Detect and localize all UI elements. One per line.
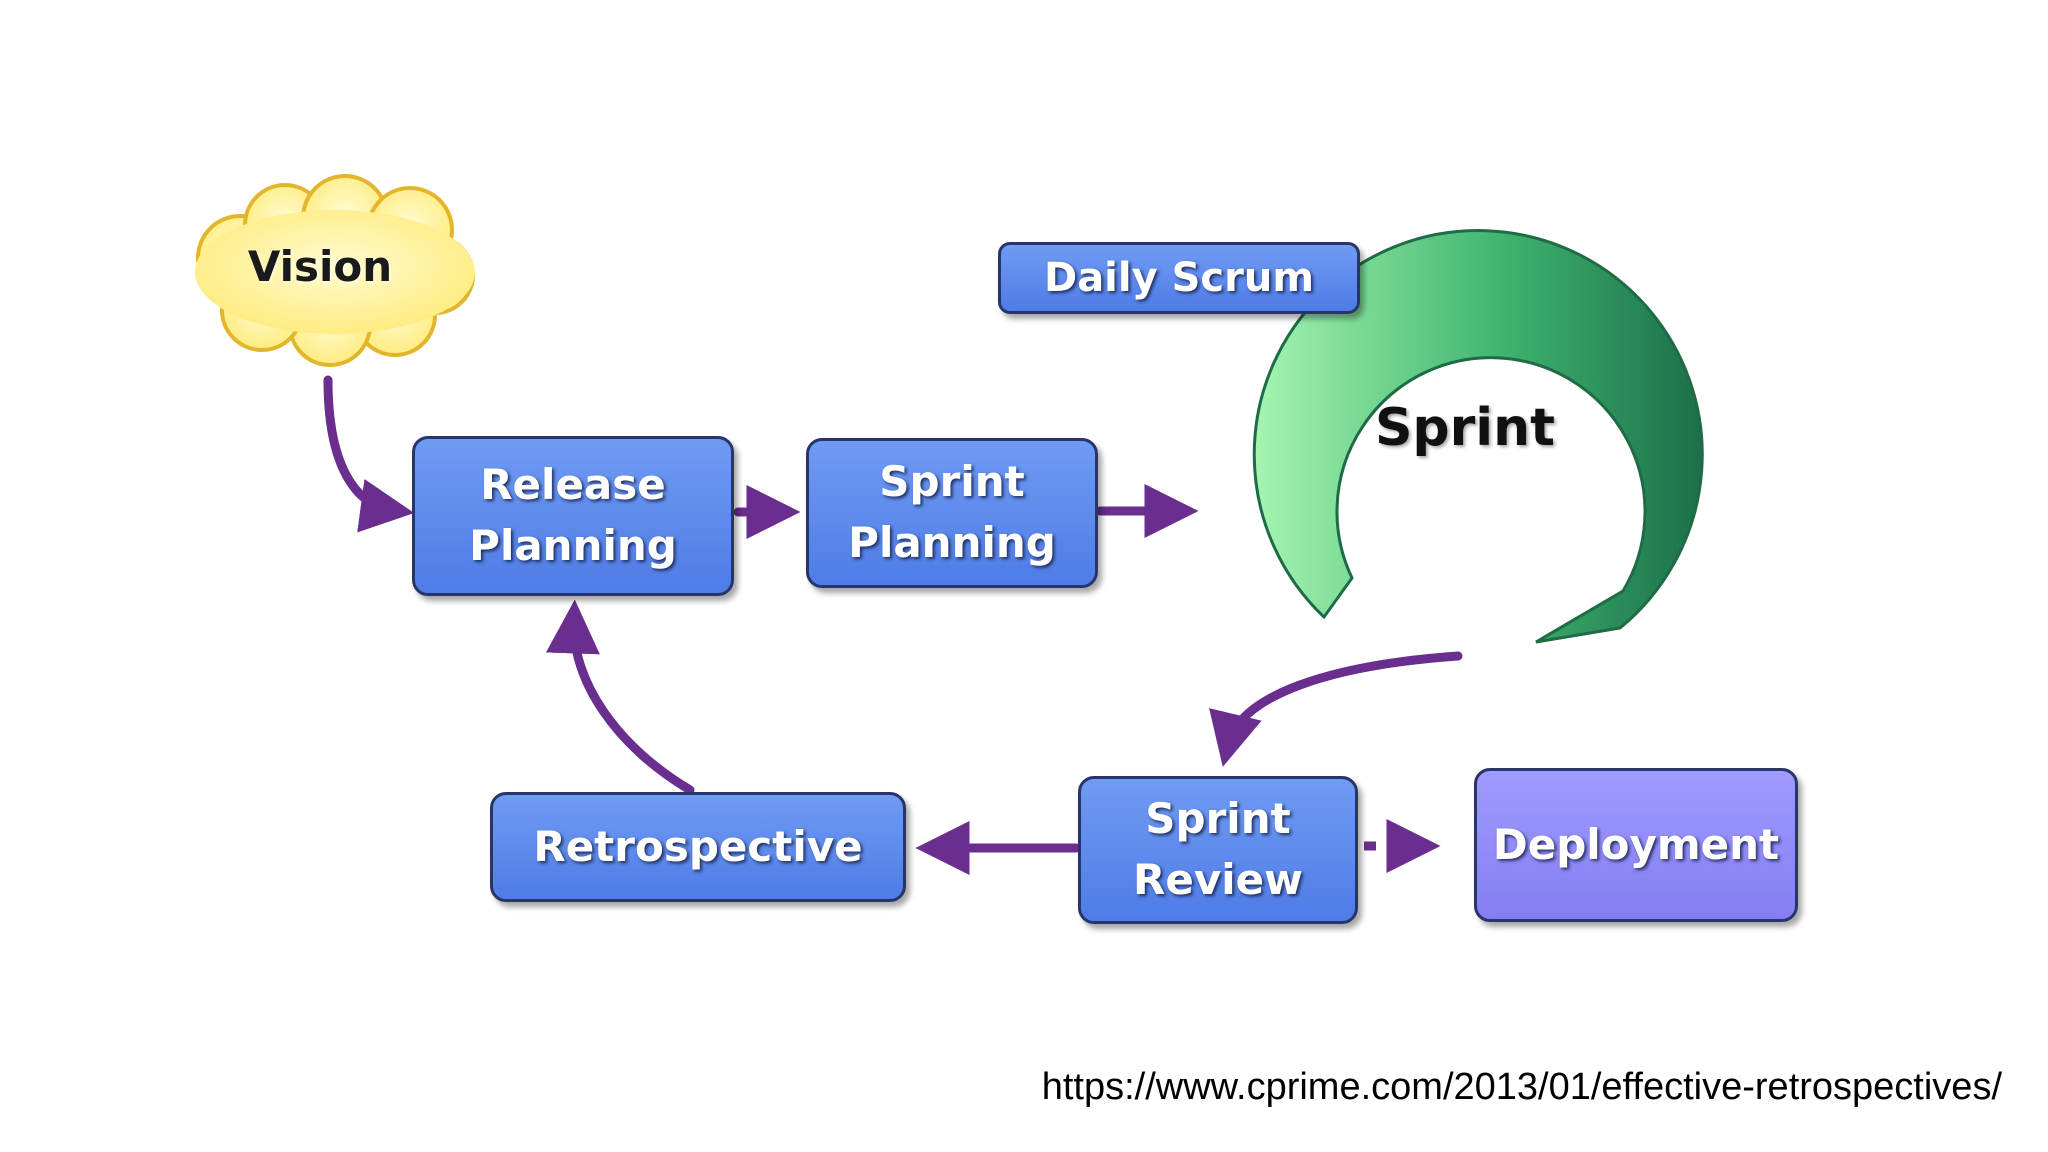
daily-scrum-label: Daily Scrum: [1043, 255, 1315, 301]
deployment-label: Deployment: [1492, 819, 1780, 869]
release-planning-line-1: Release: [480, 460, 666, 510]
deployment-box: Deployment: [1474, 768, 1798, 922]
sprint-label: Sprint: [1374, 398, 1556, 458]
sprint-planning-box: Sprint Planning: [806, 438, 1098, 588]
arrow-sprint-to-review: [1209, 651, 1463, 767]
retrospective-label: Retrospective: [533, 821, 863, 871]
sprint-planning-line-2: Planning: [848, 518, 1056, 567]
sprint-cycle-arrow-icon: [1252, 229, 1704, 644]
vision-label: Vision: [247, 242, 393, 291]
vision-cloud-icon: [195, 174, 475, 367]
arrow-vision-to-release: [323, 375, 415, 533]
sprint-review-line-2: Review: [1133, 855, 1303, 904]
arrow-retrospective-to-release: [545, 599, 695, 795]
sprint-review-box: Sprint Review: [1078, 776, 1358, 924]
release-planning-line-2: Planning: [469, 521, 677, 570]
sprint-review-line-1: Sprint: [1145, 794, 1291, 844]
daily-scrum-box: Daily Scrum: [998, 242, 1360, 314]
source-url: https://www.cprime.com/2013/01/effective…: [1041, 1066, 2002, 1108]
retrospective-box: Retrospective: [490, 792, 906, 902]
release-planning-box: Release Planning: [412, 436, 734, 596]
sprint-planning-line-1: Sprint: [879, 457, 1025, 507]
